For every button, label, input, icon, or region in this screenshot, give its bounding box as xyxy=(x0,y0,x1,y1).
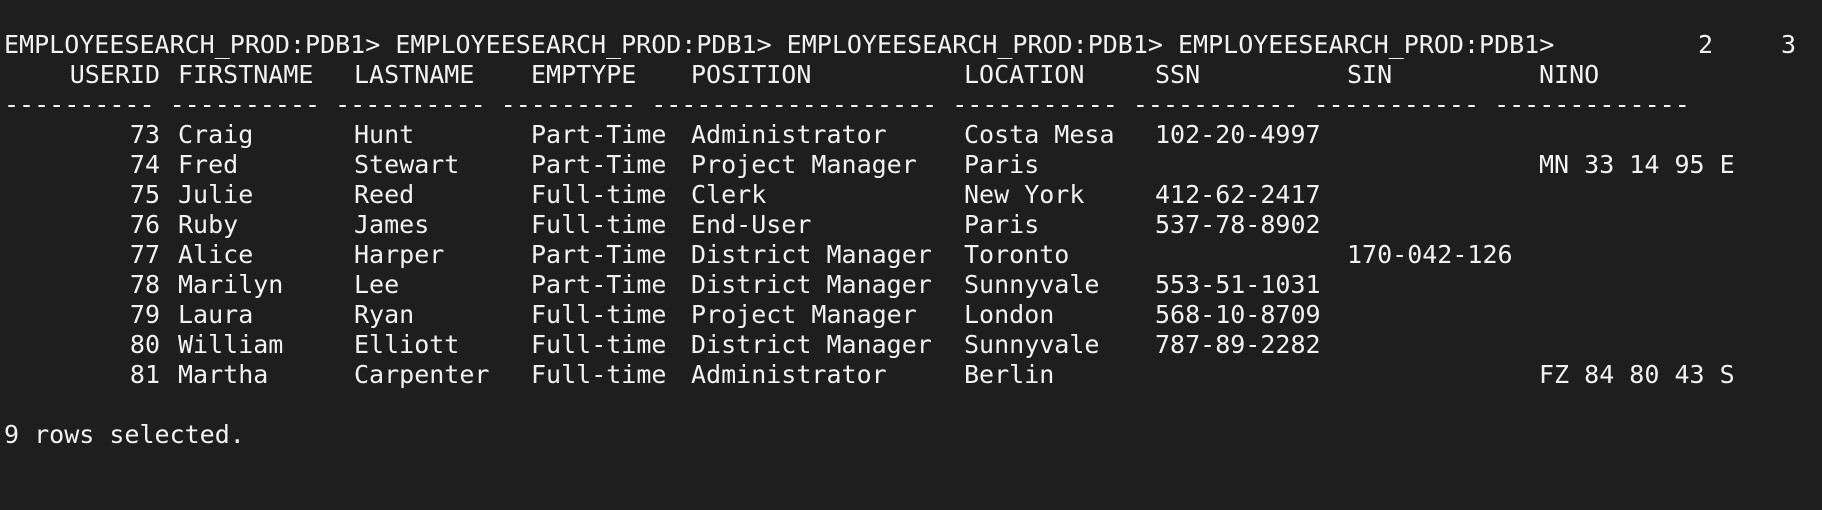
cell-emptype: Full-time xyxy=(531,360,667,389)
cell-emptype: Full-time xyxy=(531,300,667,329)
cell-nino: FZ 84 80 43 S xyxy=(1539,360,1735,389)
cell-position: End-User xyxy=(691,210,812,239)
cell-userid: 80 xyxy=(129,330,160,359)
cell-location: Berlin xyxy=(964,360,1055,389)
cell-location: London xyxy=(964,300,1055,329)
cell-lastname: Reed xyxy=(354,180,415,209)
cell-position: Administrator xyxy=(691,120,887,149)
table-row: 81 Martha Carpenter Full-time Administrator B… xyxy=(4,360,1822,390)
cell-ssn: 553-51-1031 xyxy=(1155,270,1321,299)
terminal-output[interactable]: EMPLOYEESEARCH_PROD:PDB1> EMPLOYEESEARCH… xyxy=(4,30,1822,450)
cell-userid: 75 xyxy=(129,180,160,209)
cell-userid: 77 xyxy=(129,240,160,269)
cell-firstname: Marilyn xyxy=(178,270,284,299)
prompt-line: EMPLOYEESEARCH_PROD:PDB1> EMPLOYEESEARCH… xyxy=(4,30,1822,60)
table-row: 78 Marilyn Lee Part-Time District Manager Sun… xyxy=(4,270,1822,300)
column-separator: ---------- ---------- ---------- -------… xyxy=(4,90,1690,119)
rows-selected-status: 9 rows selected. xyxy=(4,420,245,449)
column-header-firstname: FIRSTNAME xyxy=(178,60,314,89)
cell-lastname: Elliott xyxy=(354,330,460,359)
cell-location: New York xyxy=(964,180,1085,209)
cell-nino: MN 33 14 95 E xyxy=(1539,150,1735,179)
cell-ssn: 787-89-2282 xyxy=(1155,330,1321,359)
column-header-row: USERID FIRSTNAME LASTNAME EMPTYPE POSITI… xyxy=(4,60,1822,90)
cell-position: District Manager xyxy=(691,330,932,359)
cell-lastname: Stewart xyxy=(354,150,460,179)
footer-line: 9 rows selected. xyxy=(4,420,1822,450)
cell-ssn: 102-20-4997 xyxy=(1155,120,1321,149)
cell-location: Sunnyvale xyxy=(964,270,1100,299)
continuation-line-number: 2 xyxy=(1698,30,1714,59)
column-header-nino: NINO xyxy=(1539,60,1600,89)
column-header-userid: USERID xyxy=(69,60,160,89)
table-row: 75 Julie Reed Full-time Clerk New York 412-62-… xyxy=(4,180,1822,210)
cell-lastname: James xyxy=(354,210,430,239)
continuation-line-number: 3 xyxy=(1781,30,1797,59)
cell-userid: 81 xyxy=(129,360,160,389)
column-header-position: POSITION xyxy=(691,60,812,89)
cell-firstname: Fred xyxy=(178,150,239,179)
cell-location: Paris xyxy=(964,150,1040,179)
cell-position: Administrator xyxy=(691,360,887,389)
cell-location: Costa Mesa xyxy=(964,120,1115,149)
table-row: 74 Fred Stewart Part-Time Project Manager Par… xyxy=(4,150,1822,180)
cell-emptype: Full-time xyxy=(531,180,667,209)
cell-firstname: Alice xyxy=(178,240,254,269)
column-header-ssn: SSN xyxy=(1155,60,1201,89)
table-row: 77 Alice Harper Part-Time District Manager To… xyxy=(4,240,1822,270)
cell-lastname: Harper xyxy=(354,240,445,269)
cell-userid: 78 xyxy=(129,270,160,299)
cell-lastname: Hunt xyxy=(354,120,415,149)
cell-emptype: Part-Time xyxy=(531,240,667,269)
cell-ssn: 412-62-2417 xyxy=(1155,180,1321,209)
separator-row: ---------- ---------- ---------- -------… xyxy=(4,90,1822,120)
cell-position: District Manager xyxy=(691,240,932,269)
cell-emptype: Full-time xyxy=(531,330,667,359)
cell-lastname: Ryan xyxy=(354,300,415,329)
column-header-location: LOCATION xyxy=(964,60,1085,89)
cell-userid: 76 xyxy=(129,210,160,239)
cell-ssn: 568-10-8709 xyxy=(1155,300,1321,329)
cell-ssn: 537-78-8902 xyxy=(1155,210,1321,239)
cell-position: Project Manager xyxy=(691,300,917,329)
column-header-lastname: LASTNAME xyxy=(354,60,475,89)
cell-userid: 79 xyxy=(129,300,160,329)
cell-userid: 74 xyxy=(129,150,160,179)
cell-location: Sunnyvale xyxy=(964,330,1100,359)
cell-emptype: Part-Time xyxy=(531,120,667,149)
cell-position: Project Manager xyxy=(691,150,917,179)
cell-lastname: Lee xyxy=(354,270,400,299)
cell-firstname: William xyxy=(178,330,284,359)
column-header-emptype: EMPTYPE xyxy=(531,60,637,89)
cell-firstname: Craig xyxy=(178,120,254,149)
cell-position: District Manager xyxy=(691,270,932,299)
column-header-sin: SIN xyxy=(1347,60,1393,89)
cell-emptype: Part-Time xyxy=(531,150,667,179)
table-row: 76 Ruby James Full-time End-User Paris 537-78-… xyxy=(4,210,1822,240)
cell-emptype: Full-time xyxy=(531,210,667,239)
cell-location: Toronto xyxy=(964,240,1070,269)
table-row: 79 Laura Ryan Full-time Project Manager Londo… xyxy=(4,300,1822,330)
cell-firstname: Ruby xyxy=(178,210,239,239)
blank-line xyxy=(4,390,1822,420)
table-row: 80 William Elliott Full-time District Manage… xyxy=(4,330,1822,360)
cell-position: Clerk xyxy=(691,180,767,209)
sql-prompt: EMPLOYEESEARCH_PROD:PDB1> EMPLOYEESEARCH… xyxy=(4,30,1555,59)
cell-firstname: Laura xyxy=(178,300,254,329)
cell-emptype: Part-Time xyxy=(531,270,667,299)
cell-firstname: Julie xyxy=(178,180,254,209)
cell-userid: 73 xyxy=(129,120,160,149)
cell-lastname: Carpenter xyxy=(354,360,490,389)
cell-sin: 170-042-126 xyxy=(1347,240,1513,269)
cell-location: Paris xyxy=(964,210,1040,239)
table-row: 73 Craig Hunt Part-Time Administrator Costa M… xyxy=(4,120,1822,150)
cell-firstname: Martha xyxy=(178,360,269,389)
